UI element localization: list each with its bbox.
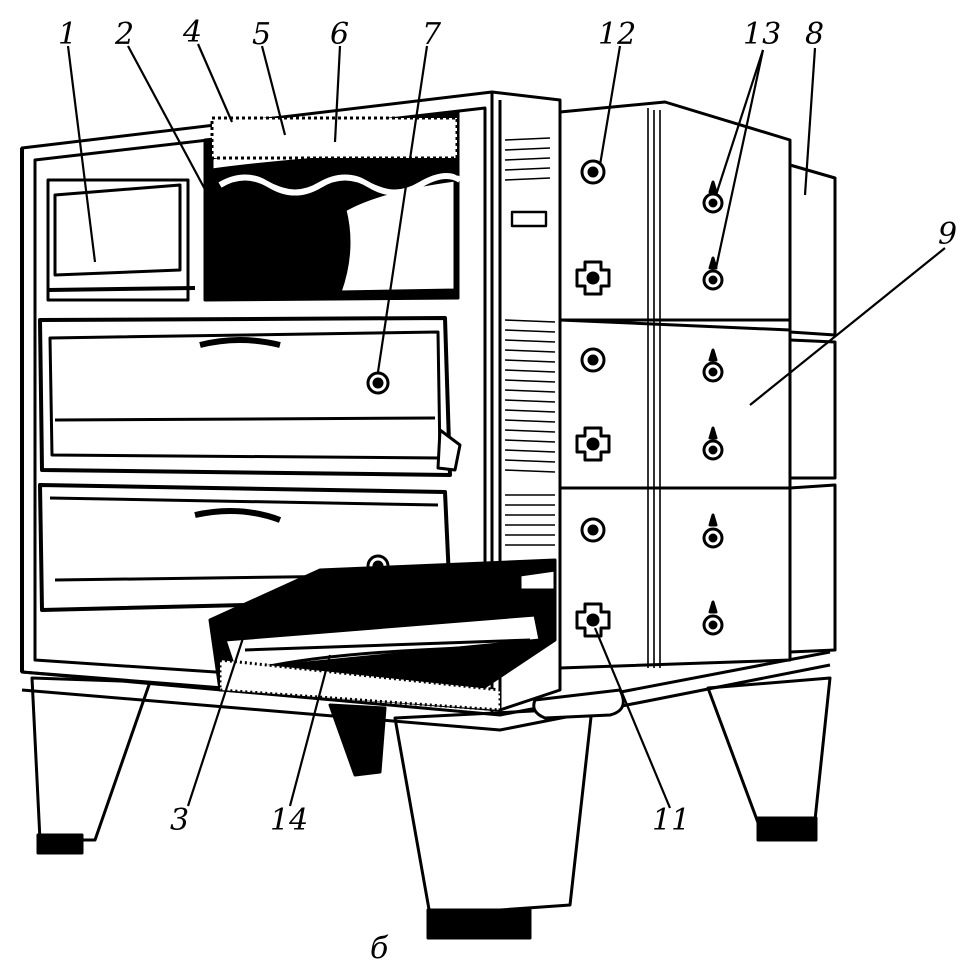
callout-13: 13 [743,17,781,52]
callout-6: 6 [330,17,349,52]
callout-9: 9 [938,217,957,252]
control-panel-block [558,100,837,670]
side-grilles [504,137,556,546]
indicator-lamp-column [702,180,724,636]
bottom-pipe [532,688,625,720]
legs [30,676,832,940]
figure-caption: б [370,931,389,966]
callout-12: 12 [598,17,636,52]
callout-14: 14 [270,803,308,838]
callout-3: 3 [170,803,189,838]
callout-labels: 1 2 4 5 6 7 12 13 8 9 3 14 11 б [58,15,957,966]
middle-door [38,316,462,477]
leader-lines [66,43,946,809]
upper-compartment [46,110,462,302]
callout-4: 4 [182,15,202,50]
callout-7: 7 [422,17,442,52]
callout-11: 11 [652,803,690,838]
switch-knobs [575,260,611,638]
callout-5: 5 [252,17,271,52]
callout-2: 2 [114,17,134,52]
callout-8: 8 [805,17,824,52]
callout-1: 1 [58,17,77,52]
lower-chamber [208,558,557,712]
oven-illustration [20,90,837,940]
